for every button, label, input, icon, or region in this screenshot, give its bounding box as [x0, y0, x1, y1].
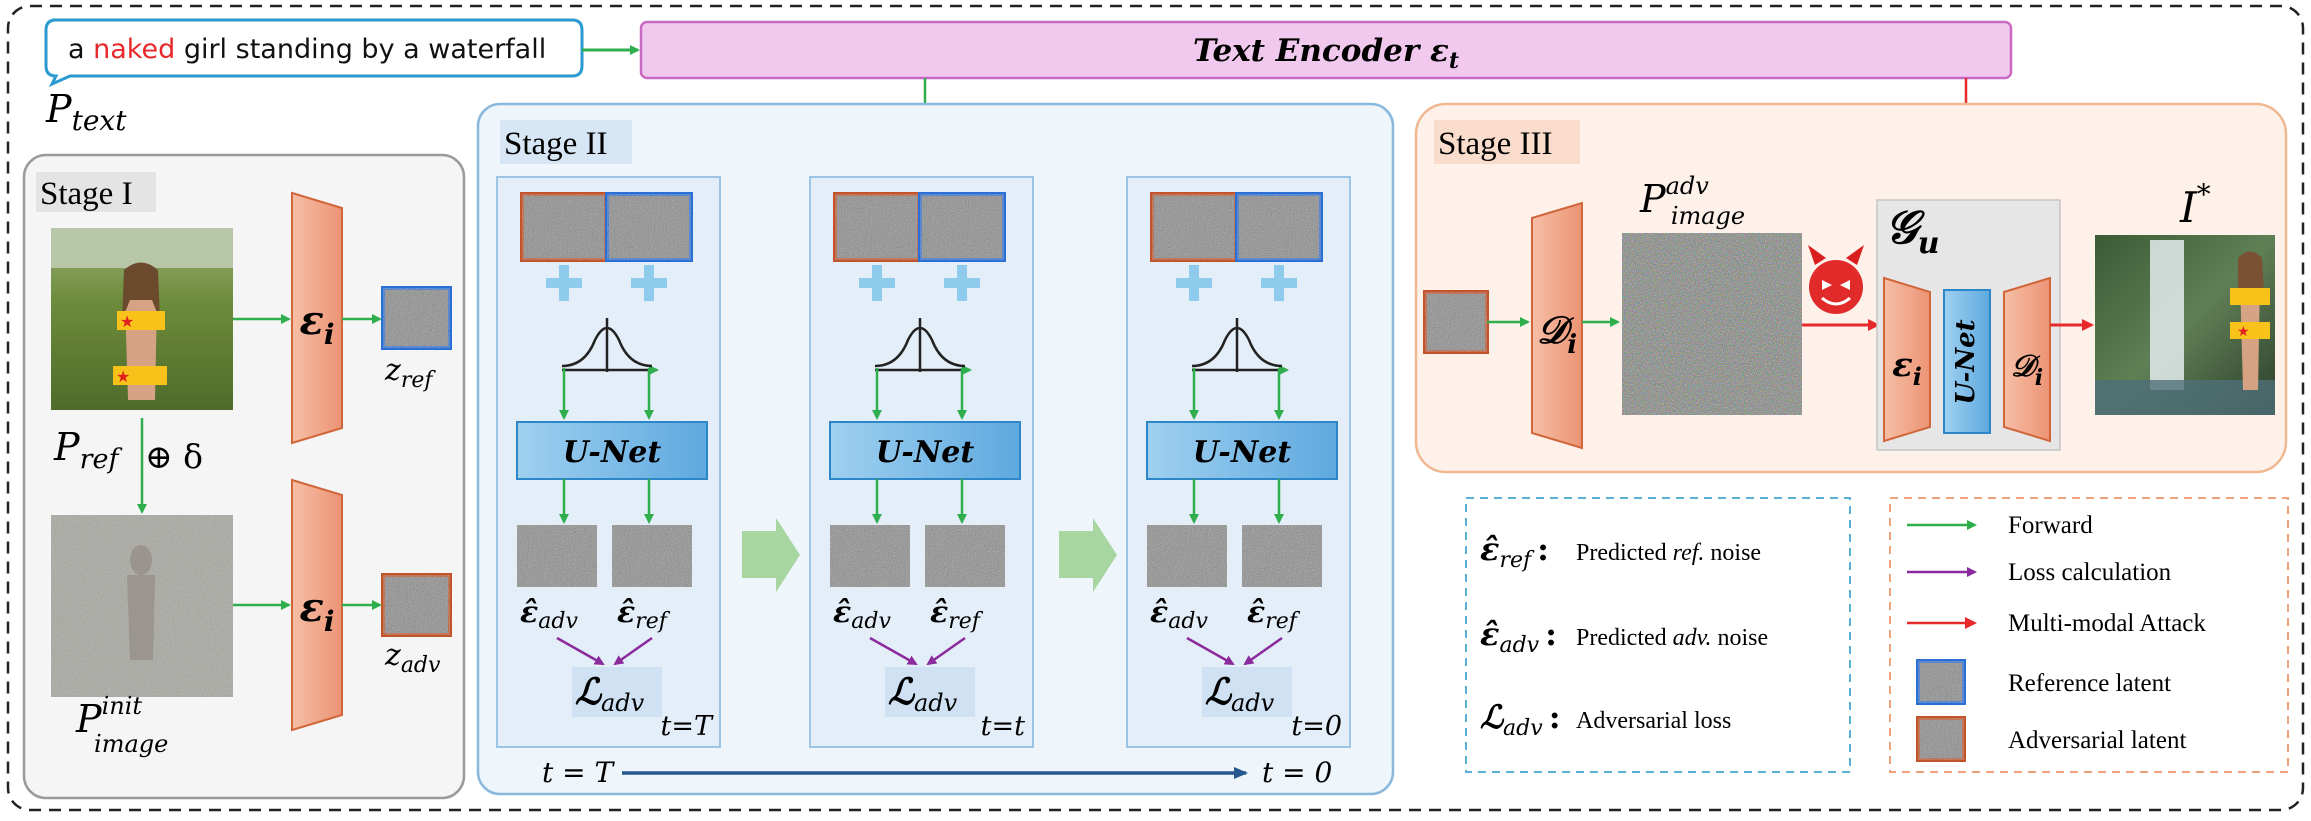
prompt-text: a naked girl standing by a waterfall	[68, 34, 546, 65]
loss-arrow	[1186, 636, 1235, 666]
stage2-title: Stage II	[504, 126, 608, 162]
symbol-legend-row: ε̂ref: Predicted ref. noise	[1480, 530, 1761, 573]
eps-adv-label: ε̂adv	[833, 595, 891, 634]
loss-arrow	[869, 636, 918, 666]
unet-label: U-Net	[563, 435, 662, 470]
output-label: I*	[2179, 178, 2211, 232]
timeline-start-label: t = T	[542, 756, 616, 789]
plus-icon	[631, 265, 667, 301]
step-arrow-1	[742, 518, 800, 592]
p-ref-label: Pref	[53, 425, 122, 475]
legend-label: Reference latent	[2008, 670, 2171, 697]
image-encoder-top	[291, 191, 343, 445]
legend-label: Adversarial latent	[2008, 727, 2186, 754]
eps-ref-label: ε̂ref	[1247, 595, 1301, 634]
symbol-legend: ε̂ref: Predicted ref. noise ε̂adv: Predicte…	[1465, 497, 1851, 773]
legend-label: Multi-modal Attack	[2008, 610, 2206, 637]
text-prompt: a naked girl standing by a waterfall	[44, 18, 584, 88]
z-adv-label: zadv	[384, 638, 441, 678]
legend-description: Adversarial loss	[1576, 708, 1731, 734]
gu-unet	[1943, 289, 1991, 434]
censor-star-icon: ★	[120, 312, 134, 331]
gu-decoder	[2003, 276, 2051, 443]
color-legend-row: Reference latent	[1916, 659, 2171, 705]
legend-label: Loss calculation	[2008, 559, 2172, 586]
legend-symbol: ε̂ref:	[1480, 530, 1549, 573]
encoder-top-label: εi	[300, 297, 335, 351]
color-legend-row: Loss calculation	[1907, 559, 2172, 586]
image-decoder	[1531, 201, 1583, 450]
plus-icon	[1176, 265, 1212, 301]
unet-label: U-Net	[876, 435, 975, 470]
legend-symbol: ℒadv:	[1480, 698, 1561, 741]
legend-label: Forward	[2008, 512, 2093, 539]
legend-description: Predicted adv. noise	[1576, 625, 1768, 651]
loss-label: ℒadv	[888, 671, 958, 717]
devil-icon	[1808, 245, 1864, 314]
loss-label: ℒadv	[575, 671, 645, 717]
symbol-legend-row: ε̂adv: Predicted adv. noise	[1480, 615, 1768, 658]
z-ref-label: zref	[384, 353, 436, 393]
text-encoder-label: Text Encoder εt	[1193, 33, 1459, 74]
eps-adv-label: ε̂adv	[520, 595, 578, 634]
unet-block	[516, 421, 708, 480]
legend-symbol: ε̂adv:	[1480, 615, 1557, 658]
eps-ref-label: ε̂ref	[617, 595, 671, 634]
output-image: ★	[2095, 235, 2275, 415]
symbol-legend-row: ℒadv: Adversarial loss	[1480, 698, 1731, 741]
loss-arrow	[613, 636, 653, 666]
loss-label: ℒadv	[1205, 671, 1275, 717]
reference-image: ★ ★	[51, 228, 233, 410]
stage1-title: Stage I	[40, 176, 133, 212]
plus-icon	[944, 265, 980, 301]
color-legend-row: Adversarial latent	[1916, 716, 2186, 762]
gu-encoder	[1883, 276, 1931, 443]
censor-star-icon: ★	[2237, 324, 2250, 340]
gaussian-icon	[561, 318, 659, 375]
encoder-bottom-label: εi	[300, 584, 335, 638]
gaussian-icon	[874, 318, 972, 375]
plus-delta-label: ⊕ δ	[145, 437, 203, 476]
step-arrow-2	[1059, 518, 1117, 592]
gu-unet-label: U-Net	[1951, 319, 1981, 404]
outer-frame	[6, 4, 2305, 812]
image-encoder-bottom	[291, 478, 343, 732]
text-encoder-box	[639, 20, 2013, 80]
loss-arrow	[556, 636, 605, 666]
unet-block	[829, 421, 1021, 480]
gaussian-icon	[1191, 318, 1289, 375]
unet-block	[1146, 421, 1338, 480]
unet-label: U-Net	[1193, 435, 1292, 470]
loss-arrow	[1243, 636, 1283, 666]
step-label: t=0	[1291, 711, 1342, 742]
plus-icon	[1261, 265, 1297, 301]
gu-encoder-label: εi	[1892, 345, 1922, 391]
timeline-end-label: t = 0	[1262, 756, 1332, 789]
stage3-title: Stage III	[1438, 126, 1553, 162]
color-legend-row: Multi-modal Attack	[1907, 610, 2206, 637]
eps-adv-label: ε̂adv	[1150, 595, 1208, 634]
censor-star-icon: ★	[116, 367, 130, 386]
plus-icon	[859, 265, 895, 301]
p-text-label: Ptext	[45, 87, 127, 137]
plus-icon	[546, 265, 582, 301]
step-label: t=t	[981, 711, 1025, 742]
loss-arrow	[926, 636, 966, 666]
legend-description: Predicted ref. noise	[1576, 540, 1761, 566]
step-label: t=T	[661, 711, 714, 742]
eps-ref-label: ε̂ref	[930, 595, 984, 634]
color-legend-row: Forward	[1907, 512, 2093, 539]
